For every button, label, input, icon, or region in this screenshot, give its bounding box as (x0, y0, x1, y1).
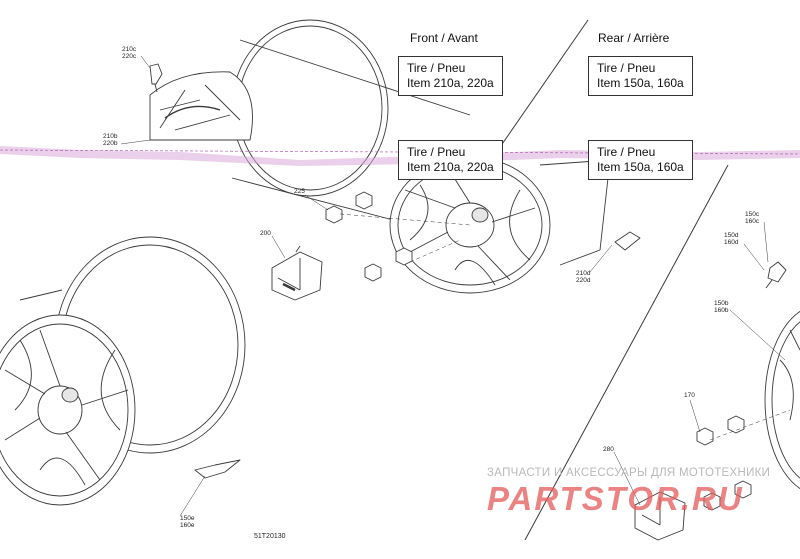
wheel-hub-part-280 (634, 491, 686, 541)
front-wheel-lower (0, 236, 246, 506)
balance-weight-clips (194, 231, 641, 479)
valve-stem-front (149, 63, 163, 93)
callout-210b: 210b 220b (103, 133, 118, 147)
rear-tire-items: Item 150a, 160a (597, 76, 684, 90)
lug-nuts-rear (696, 415, 752, 511)
wheel-hub-part-200 (271, 245, 323, 301)
callout-225: 225 (294, 188, 305, 195)
front-wheel-top (231, 19, 551, 294)
callout-210c: 210c 220c (122, 46, 137, 60)
callout-150b: 150b 160b (714, 300, 729, 314)
valve-stem-rear (765, 261, 787, 289)
front-tire-box-repeat: Tire / Pneu Item 210a, 220a (398, 140, 503, 180)
rear-section-title: Rear / Arrière (598, 31, 670, 45)
callout-280: 280 (603, 446, 614, 453)
rear-tire-label: Tire / Pneu (597, 61, 656, 75)
lug-nuts-front (325, 191, 413, 282)
drawing-code: 51T20130 (254, 533, 286, 540)
front-wheel-upper-hub (149, 71, 253, 141)
rear-tire-label-repeat: Tire / Pneu (597, 145, 656, 159)
watermark-logo-label: PARTSTOR.RU (487, 480, 744, 517)
callout-150c: 150c 160c (745, 211, 760, 225)
callout-150e: 150e 160e (180, 515, 195, 529)
rear-tire-items-repeat: Item 150a, 160a (597, 160, 684, 174)
callout-170: 170 (684, 392, 695, 399)
callout-200: 200 (260, 230, 271, 237)
front-tire-box: Tire / Pneu Item 210a, 220a (398, 56, 503, 96)
front-tire-items-repeat: Item 210a, 220a (407, 160, 494, 174)
divider-lower (524, 164, 729, 541)
watermark-caption: ЗАПЧАСТИ И АКСЕССУАРЫ ДЛЯ МОТОТЕХНИКИ (487, 467, 771, 479)
front-tire-label: Tire / Pneu (407, 61, 466, 75)
leader-lines (120, 55, 791, 517)
front-tire-label-repeat: Tire / Pneu (407, 145, 466, 159)
watermark-logo-text: PARTSTOR.RU (487, 480, 744, 517)
callout-150d: 150d 160d (724, 232, 739, 246)
rear-wheel (539, 159, 800, 490)
callout-210d: 210d 220d (576, 270, 591, 284)
front-section-title: Front / Avant (410, 31, 478, 45)
divider-front-rear (497, 19, 589, 151)
rear-tire-box: Tire / Pneu Item 150a, 160a (588, 56, 693, 96)
front-tire-items: Item 210a, 220a (407, 76, 494, 90)
rear-tire-box-repeat: Tire / Pneu Item 150a, 160a (588, 140, 693, 180)
